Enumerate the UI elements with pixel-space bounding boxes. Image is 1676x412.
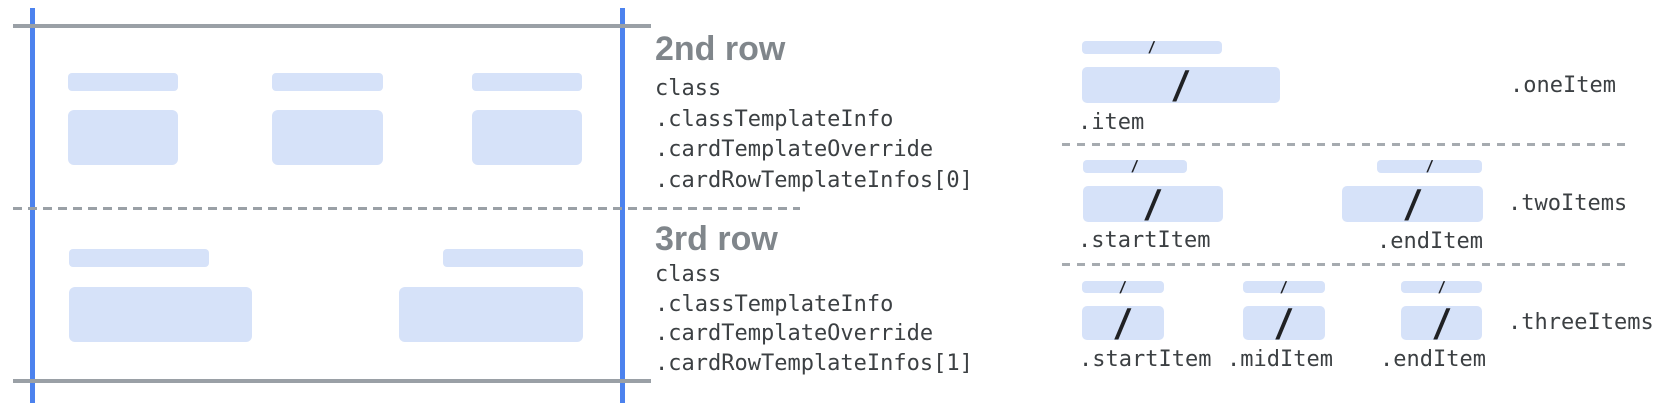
end-item-label-bar: / [1377,157,1482,175]
row3-heading: 3rd row [655,220,778,258]
code-line: class [655,262,722,287]
start-item-value-bar: / [1082,301,1164,345]
end-item-label-bar: / [1401,277,1482,296]
layout-section-divider [1062,263,1628,266]
field-label-placeholder [69,249,209,267]
end-item-field-label: .endItem [1380,347,1486,372]
one-item-layout-label: .oneItem [1510,73,1616,98]
left-margin-guide-line [30,8,35,403]
slash-glyph: / [1113,301,1133,345]
code-line: .classTemplateInfo [655,106,894,132]
three-items-layout-label: .threeItems [1508,310,1654,335]
item-label-bar: / [1082,38,1222,56]
slash-glyph: / [1280,277,1288,296]
mid-item-field-label: .midItem [1227,347,1333,372]
code-line: .cardRowTemplateInfos[1] [655,350,973,376]
end-item-field-label: .endItem [1377,229,1483,254]
field-label-placeholder [472,73,582,91]
field-value-placeholder [69,287,252,342]
field-value-placeholder [399,287,583,342]
slash-glyph: / [1143,182,1163,226]
start-item-label-bar: / [1083,157,1187,175]
card-bottom-guide-line [13,379,651,383]
slash-glyph: / [1148,38,1156,56]
field-label-placeholder [272,73,383,91]
row-divider-dashed-line [13,207,800,210]
code-line: .cardTemplateOverride [655,137,934,162]
slash-glyph: / [1171,63,1191,107]
code-line: class [655,76,722,101]
code-line: .cardRowTemplateInfos[0] [655,167,973,193]
end-item-value-bar: / [1401,301,1482,345]
right-margin-guide-line [620,8,625,403]
start-item-label-bar: / [1082,277,1164,296]
slash-glyph: / [1437,277,1446,296]
mid-item-label-bar: / [1243,277,1325,296]
slash-glyph: / [1403,182,1422,226]
field-value-placeholder [68,110,178,165]
field-value-placeholder [272,110,383,165]
field-label-placeholder [443,249,583,267]
slash-glyph: / [1274,301,1294,345]
slash-glyph: / [1131,157,1139,175]
row2-heading: 2nd row [655,30,786,68]
start-item-field-label: .startItem [1079,347,1212,372]
row3-class-path: class .classTemplateInfo .cardTemplateOv… [655,260,973,378]
end-item-value-bar: / [1342,182,1483,226]
layout-section-divider [1062,143,1628,146]
field-label-placeholder [68,73,178,91]
slash-glyph: / [1425,157,1434,175]
start-item-field-label: .startItem [1078,228,1211,253]
code-line: .classTemplateInfo [655,291,894,317]
slash-glyph: / [1432,301,1451,345]
item-field-label: .item [1078,110,1145,135]
two-items-layout-label: .twoItems [1508,191,1628,216]
start-item-value-bar: / [1083,182,1223,226]
row2-class-path: class .classTemplateInfo .cardTemplateOv… [655,74,973,196]
field-value-placeholder [472,110,582,165]
slash-glyph: / [1119,277,1127,296]
card-top-guide-line [13,24,651,28]
mid-item-value-bar: / [1243,301,1325,345]
code-line: .cardTemplateOverride [655,321,934,346]
item-value-bar: / [1082,63,1280,107]
